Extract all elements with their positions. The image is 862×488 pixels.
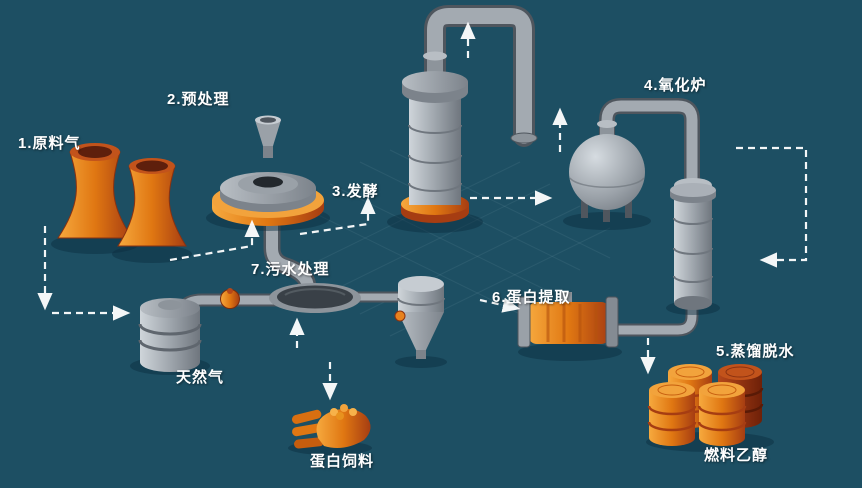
protein-extraction-unit <box>517 292 622 361</box>
label-distillation: 5.蒸馏脱水 <box>716 343 795 360</box>
label-protein-extraction: 6.蛋白提取 <box>492 289 571 306</box>
pump-cap <box>227 288 233 294</box>
label-wastewater: 7.污水处理 <box>251 261 330 278</box>
label-fermentation: 3.发酵 <box>332 183 379 200</box>
natural-gas-tank <box>130 298 210 375</box>
label-raw-gas: 1.原料气 <box>18 135 81 152</box>
process-pipes <box>169 5 700 337</box>
label-natural-gas: 天然气 <box>176 369 225 386</box>
hopper-tank <box>394 276 447 368</box>
fuel-ethanol-barrels <box>646 364 774 452</box>
flow-arrows <box>37 21 808 401</box>
label-protein-feed: 蛋白饲料 <box>310 453 375 470</box>
wastewater-pond <box>269 283 361 313</box>
distillation-column <box>666 178 720 315</box>
raw-gas-towers <box>51 143 192 263</box>
pretreatment-tank <box>206 115 330 231</box>
protein-feed-hand <box>288 404 372 455</box>
label-fuel-ethanol: 燃料乙醇 <box>704 447 769 464</box>
oxidation-furnace <box>563 120 651 230</box>
fermentation-column <box>387 51 483 233</box>
label-pretreatment: 2.预处理 <box>167 91 230 108</box>
label-oxidation-furnace: 4.氧化炉 <box>644 77 707 94</box>
pipe-end-flange <box>510 132 538 144</box>
